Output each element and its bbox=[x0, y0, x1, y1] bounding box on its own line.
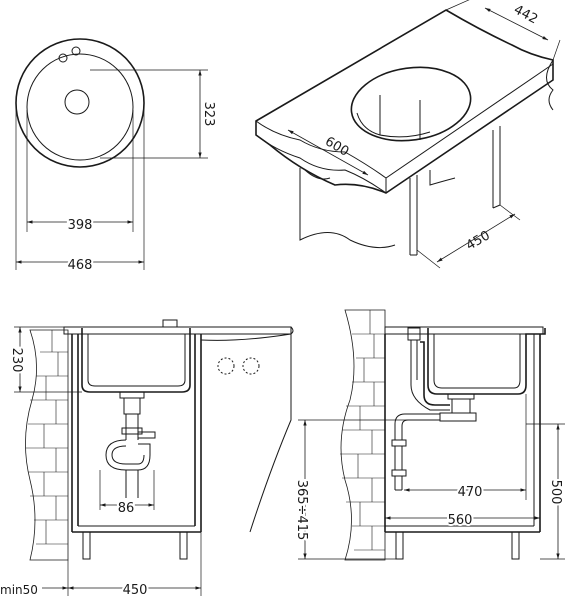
wall-left bbox=[25, 329, 69, 561]
dim-label-365-415: 365÷415 bbox=[294, 480, 309, 541]
cabinet-leg-left bbox=[82, 531, 91, 560]
tap-hole bbox=[58, 53, 68, 63]
cabinet-leg-right bbox=[179, 531, 188, 560]
sink-bowl-front bbox=[81, 328, 191, 393]
front-view: 86 230 450 min50 bbox=[0, 319, 294, 596]
overflow-hole bbox=[71, 46, 81, 56]
dim-line-442 bbox=[484, 7, 549, 41]
countertop-front bbox=[63, 326, 292, 335]
drain-hole bbox=[64, 89, 90, 115]
dim-label-600: 600 bbox=[322, 134, 351, 159]
drain-fitting bbox=[123, 397, 141, 415]
sink-outer-rim bbox=[15, 38, 145, 168]
sink-cutout bbox=[350, 66, 472, 142]
side-view: 470 560 365÷415 500 bbox=[292, 309, 565, 561]
overflow-pipe bbox=[420, 341, 450, 406]
dim-label-560: 560 bbox=[448, 513, 473, 528]
cabinet-leg-back bbox=[395, 531, 404, 560]
dim-label-398: 398 bbox=[68, 218, 93, 233]
sink-bowl-side bbox=[427, 328, 546, 395]
dim-label-500: 500 bbox=[548, 480, 563, 505]
dim-line-600 bbox=[287, 129, 369, 176]
drain-fitting-side bbox=[451, 398, 471, 414]
sink-bowl bbox=[26, 53, 134, 161]
dim-label-323: 323 bbox=[201, 102, 216, 127]
wall-right bbox=[340, 309, 386, 561]
tap-mount bbox=[162, 319, 178, 328]
dim-line-450-iso bbox=[436, 213, 516, 263]
dim-label-450-iso: 450 bbox=[464, 228, 493, 253]
cabinet-leg-front bbox=[511, 531, 520, 560]
dim-label-min50: min50 bbox=[0, 583, 38, 596]
dim-label-86: 86 bbox=[118, 501, 135, 516]
dim-label-450-front: 450 bbox=[123, 583, 148, 596]
sink-top-view: 323 398 468 bbox=[15, 38, 216, 275]
countertop-isometric: 442 600 450 bbox=[255, 0, 561, 269]
countertop-side bbox=[384, 326, 544, 335]
cabinet-left-panel bbox=[299, 168, 396, 249]
neighbor-panel bbox=[200, 333, 292, 533]
siphon-trap bbox=[111, 445, 145, 465]
dim-label-468: 468 bbox=[68, 258, 93, 273]
dim-label-230: 230 bbox=[9, 348, 24, 373]
overflow-fitting bbox=[407, 327, 421, 341]
dim-label-470: 470 bbox=[458, 485, 483, 500]
